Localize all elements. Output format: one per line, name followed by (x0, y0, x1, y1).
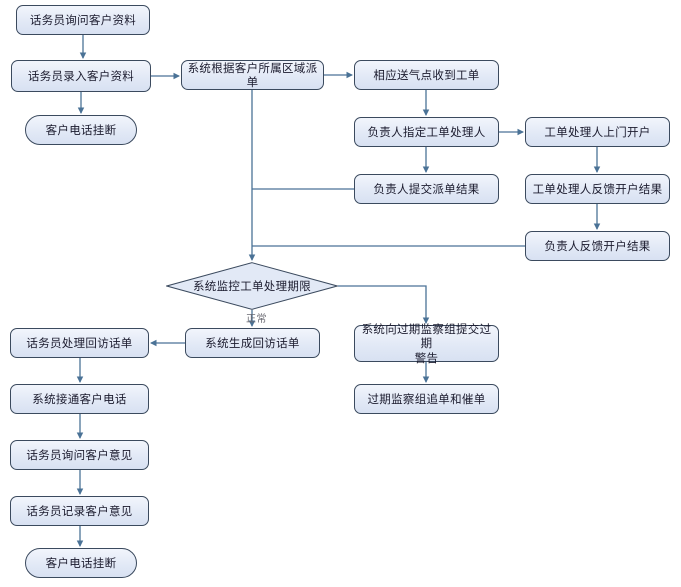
node-system-generates-followup-ticket[interactable]: 系统生成回访话单 (185, 328, 320, 358)
node-label: 系统监控工单处理期限 (193, 279, 311, 293)
node-supervisor-assigns-handler[interactable]: 负责人指定工单处理人 (354, 117, 499, 147)
node-label: 系统生成回访话单 (205, 335, 300, 350)
node-label: 负责人指定工单处理人 (367, 124, 486, 139)
node-label: 话务员录入客户资料 (27, 68, 135, 83)
node-label: 客户电话挂断 (45, 122, 117, 137)
node-label: 话务员询问客户资料 (29, 12, 137, 27)
node-supervisor-submits-dispatch-result[interactable]: 负责人提交派单结果 (354, 174, 499, 204)
node-label: 负责人反馈开户结果 (544, 238, 651, 253)
node-agent-ask-customer-info[interactable]: 话务员询问客户资料 (16, 5, 150, 35)
node-system-dispatch-by-region[interactable]: 系统根据客户所属区域派单 (181, 60, 324, 90)
node-agent-handles-followup-ticket[interactable]: 话务员处理回访话单 (10, 328, 149, 358)
node-gas-station-receives-order[interactable]: 相应送气点收到工单 (354, 60, 499, 90)
node-agent-asks-customer-opinion[interactable]: 话务员询问客户意见 (10, 440, 149, 470)
node-system-submits-overdue-warning[interactable]: 系统向过期监察组提交过期 警告 (354, 321, 499, 365)
edge-label-text: 正常 (246, 314, 267, 325)
node-label: 相应送气点收到工单 (373, 67, 480, 82)
node-label: 负责人提交派单结果 (373, 181, 480, 196)
node-label: 话务员记录客户意见 (26, 503, 133, 518)
edge-label-normal: 正常 (246, 310, 267, 325)
node-supervisor-feedback-open-result[interactable]: 负责人反馈开户结果 (525, 231, 670, 261)
node-customer-hangup-bottom[interactable]: 客户电话挂断 (25, 548, 137, 578)
node-handler-feedback-open-result[interactable]: 工单处理人反馈开户结果 (525, 174, 670, 204)
node-agent-enter-customer-info[interactable]: 话务员录入客户资料 (11, 60, 151, 92)
node-agent-records-customer-opinion[interactable]: 话务员记录客户意见 (10, 496, 149, 526)
node-overdue-group-followup[interactable]: 过期监察组追单和催单 (354, 384, 499, 414)
node-label: 过期监察组追单和催单 (367, 391, 486, 406)
node-label: 客户电话挂断 (45, 555, 117, 570)
node-system-connects-customer-call[interactable]: 系统接通客户电话 (10, 384, 149, 414)
node-label: 系统根据客户所属区域派单 (187, 60, 318, 89)
node-label: 话务员处理回访话单 (26, 335, 133, 350)
edge-n11-n18 (338, 285, 430, 325)
node-label: 话务员询问客户意见 (26, 447, 133, 462)
node-label: 工单处理人反馈开户结果 (532, 181, 663, 196)
node-label: 工单处理人上门开户 (544, 124, 651, 139)
node-label: 系统接通客户电话 (32, 391, 127, 406)
decision-diamond-shape (166, 262, 338, 310)
node-handler-onsite-open-account[interactable]: 工单处理人上门开户 (525, 117, 670, 147)
node-decision-monitor-deadline[interactable]: 系统监控工单处理期限 (166, 262, 338, 310)
node-customer-hangup-top[interactable]: 客户电话挂断 (25, 115, 137, 145)
node-label: 系统向过期监察组提交过期 警告 (361, 321, 492, 365)
